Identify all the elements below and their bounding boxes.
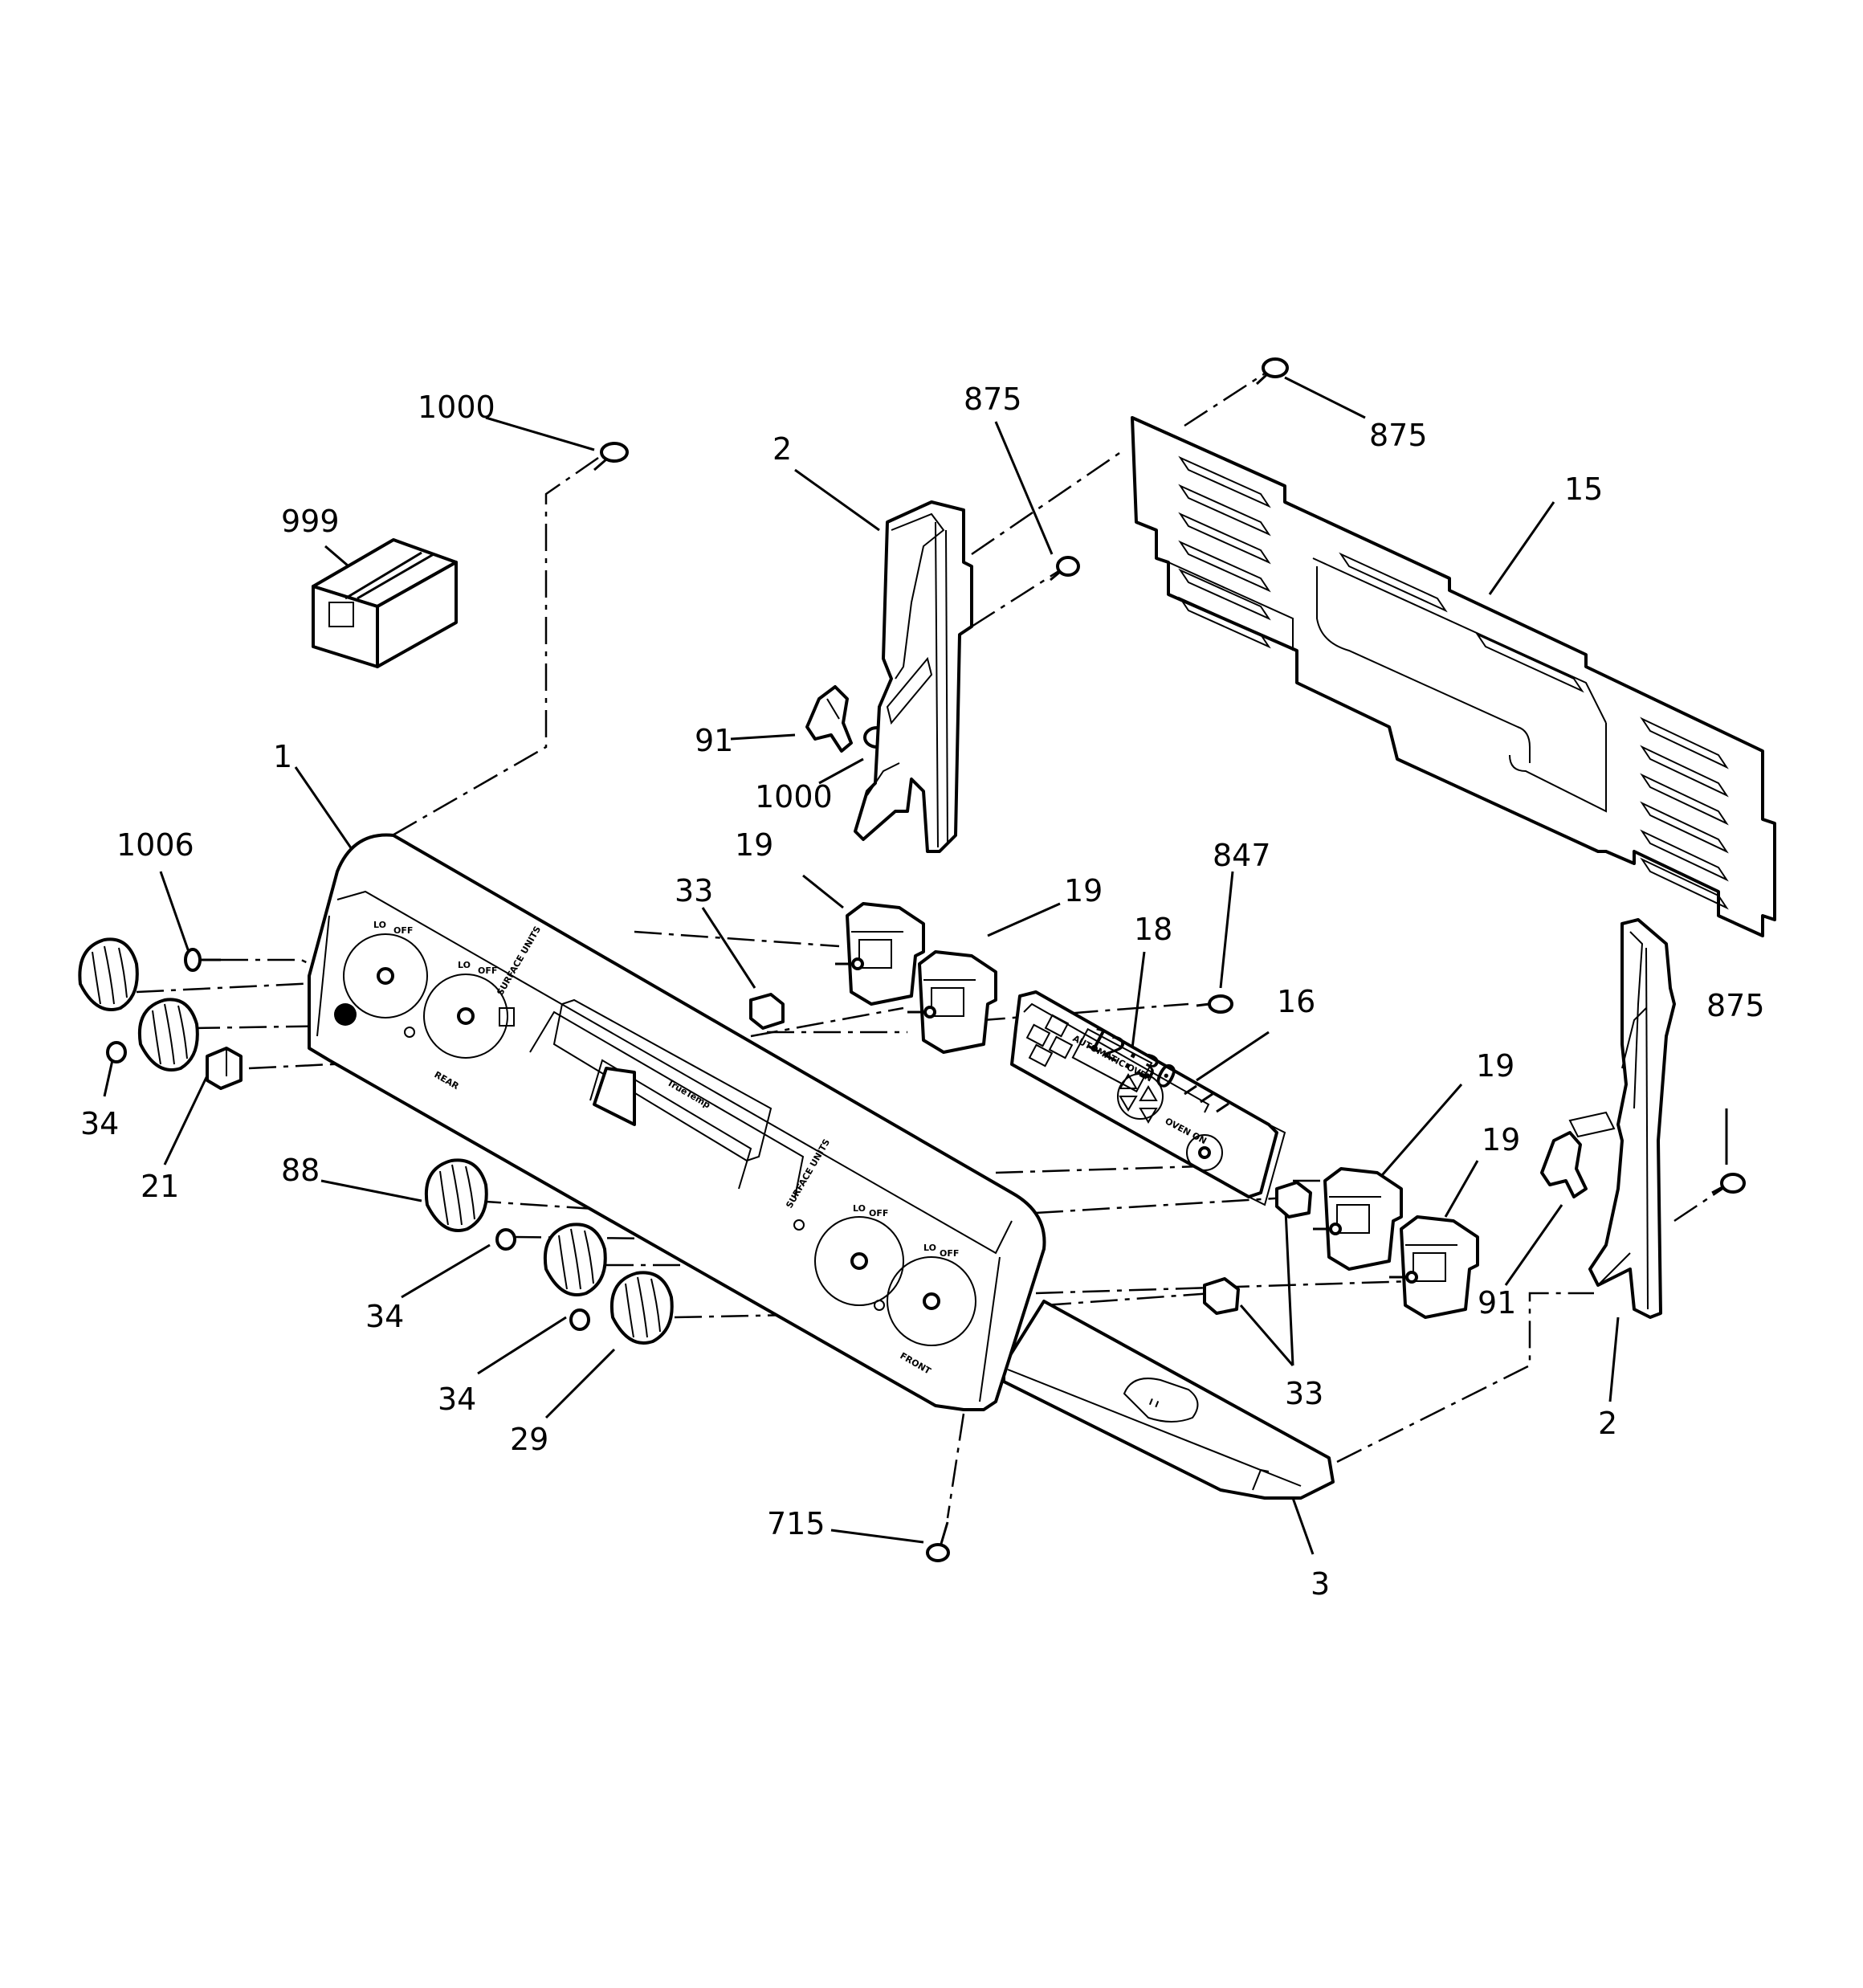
end-bracket-left (854, 500, 973, 853)
label-1: 1 (273, 739, 292, 774)
spring-clip-34c (569, 1308, 590, 1331)
infinite-switch-4 (1389, 1215, 1479, 1319)
infinite-switch-1 (835, 902, 925, 1006)
label-999: 999 (281, 504, 340, 539)
screw-875-bracket (1050, 556, 1080, 582)
screw-715 (926, 1521, 950, 1562)
switch-21 (206, 1047, 243, 1090)
label-2-left: 2 (773, 431, 792, 467)
label-34-middle: 34 (365, 1299, 404, 1334)
oven-control-board: 12:30 AUTOMATIC OVEN OVEN ON (1010, 990, 1286, 1206)
leader-lines (103, 376, 1728, 1555)
lower-trim: I I (1002, 1300, 1335, 1500)
label-19-b: 19 (1064, 873, 1103, 908)
screw-875-rear (1255, 357, 1289, 386)
dial-label-lo-4: LO (923, 1243, 936, 1253)
label-91-right: 91 (1478, 1285, 1516, 1321)
svg-text:I I: I I (1148, 1397, 1160, 1410)
infinite-switch-2 (907, 950, 997, 1054)
label-21: 21 (141, 1169, 179, 1204)
knob-88 (424, 1158, 488, 1232)
rear-panel (1131, 416, 1776, 937)
screw-875-right (1711, 1173, 1746, 1194)
label-875-rear: 875 (1369, 418, 1428, 453)
dial-label-lo-2: LO (458, 960, 471, 970)
dial-label-off-2: OFF (478, 965, 497, 976)
label-715: 715 (767, 1506, 826, 1541)
label-16: 16 (1277, 984, 1315, 1019)
label-33-left: 33 (675, 873, 713, 908)
dial-label-lo-1: LO (373, 920, 386, 930)
knob-left-1 (78, 937, 139, 1011)
label-3: 3 (1311, 1566, 1330, 1602)
label-34-lower: 34 (438, 1382, 476, 1417)
screw-1000-top (593, 442, 629, 471)
label-33-right: 33 (1285, 1376, 1323, 1411)
label-847: 847 (1213, 838, 1271, 873)
dial-label-off-3: OFF (869, 1208, 888, 1219)
label-29: 29 (510, 1422, 548, 1457)
knob-center (543, 1223, 607, 1296)
label-875-right: 875 (1706, 988, 1765, 1023)
indicator-light (334, 1003, 357, 1026)
screw-1006 (184, 948, 221, 972)
clip-right (1540, 1131, 1588, 1198)
label-19-c: 19 (1476, 1048, 1514, 1084)
label-875-bracket: 875 (964, 382, 1022, 417)
label-1000-bracket: 1000 (755, 779, 833, 814)
label-91-left: 91 (695, 723, 733, 758)
knob-29 (609, 1271, 674, 1345)
label-18: 18 (1134, 912, 1172, 947)
label-1006: 1006 (116, 827, 194, 863)
switch-33-right-a (1275, 1181, 1312, 1219)
label-1000-top: 1000 (418, 390, 495, 425)
callout-labels: 1000 999 1 1006 34 21 88 34 34 29 715 3 … (80, 382, 1765, 1602)
rear-panel-vents (1178, 455, 1729, 910)
knob-left-2 (137, 998, 199, 1072)
label-2-right: 2 (1598, 1406, 1617, 1441)
label-88: 88 (281, 1153, 320, 1188)
switch-33-left (749, 993, 785, 1030)
dial-label-off-1: OFF (393, 925, 413, 936)
main-control-panel: TrueTemp LO OFF LO OFF REAR SURFACE UNIT… (308, 833, 1046, 1411)
carton-box (312, 538, 458, 668)
screw-847 (1196, 994, 1233, 1014)
clip-left (805, 685, 853, 753)
label-19-a: 19 (735, 827, 773, 863)
dial-label-lo-3: LO (853, 1203, 866, 1214)
label-19-d: 19 (1482, 1122, 1520, 1157)
label-15: 15 (1564, 471, 1603, 507)
end-bracket-right (1568, 918, 1676, 1319)
switch-33-right-b (1203, 1277, 1240, 1315)
dial-label-off-4: OFF (940, 1248, 959, 1259)
infinite-switch-3 (1313, 1167, 1403, 1271)
spring-clip-34b (495, 1228, 516, 1251)
label-34-left: 34 (80, 1106, 119, 1141)
spring-clip-34a (106, 1041, 127, 1063)
